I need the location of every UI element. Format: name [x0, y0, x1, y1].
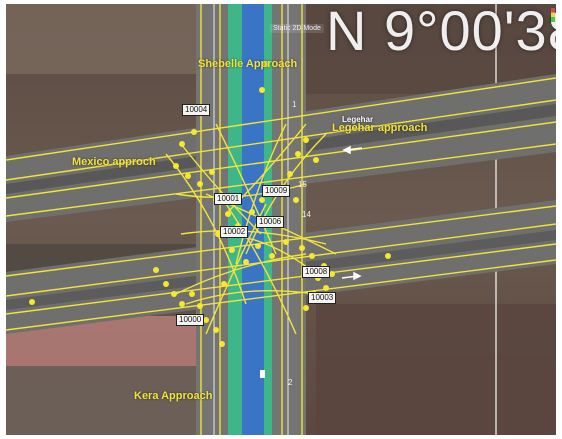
intersection-map[interactable]	[6, 4, 556, 435]
link-id: 2	[288, 378, 293, 387]
aerial-block	[306, 4, 556, 94]
approach-label-west: Mexico approch	[72, 156, 156, 168]
link-id: 14	[302, 210, 311, 219]
link-number-box[interactable]: 10001	[214, 193, 243, 205]
direction-arrow-icon	[341, 145, 363, 281]
aerial-block	[316, 304, 556, 435]
median-blue	[242, 4, 264, 435]
link-id: 1	[292, 100, 297, 109]
median-green	[228, 4, 242, 435]
coordinate-readout: N 9°00'38	[326, 4, 556, 62]
view-mode-label[interactable]: Static 2D Mode	[270, 24, 324, 33]
approach-label-east: Legehar approach	[332, 122, 428, 134]
link-number-box[interactable]: 10004	[182, 104, 211, 116]
signal-icon	[551, 8, 555, 22]
link-number-box[interactable]: 10009	[262, 185, 291, 197]
aerial-block	[6, 366, 206, 435]
link-number-box[interactable]: 10000	[176, 314, 205, 326]
signal-icon	[260, 370, 265, 378]
link-id: 15	[298, 180, 307, 189]
approach-label-north: Shebelle Approach	[198, 58, 298, 70]
map-viewport[interactable]: N 9°00'38 Static 2D Mode Shebelle Approa…	[6, 4, 556, 435]
link-number-box[interactable]: 10008	[302, 266, 331, 278]
street-label: Legehar	[342, 115, 374, 124]
connector-points	[29, 61, 391, 347]
link-number-box[interactable]: 10003	[308, 292, 337, 304]
link-number-box[interactable]: 10006	[256, 216, 285, 228]
aerial-block	[6, 4, 201, 74]
link-number-box[interactable]: 10002	[220, 226, 249, 238]
vissim-links	[6, 4, 556, 435]
approach-label-south: Kera Approach	[134, 390, 213, 402]
